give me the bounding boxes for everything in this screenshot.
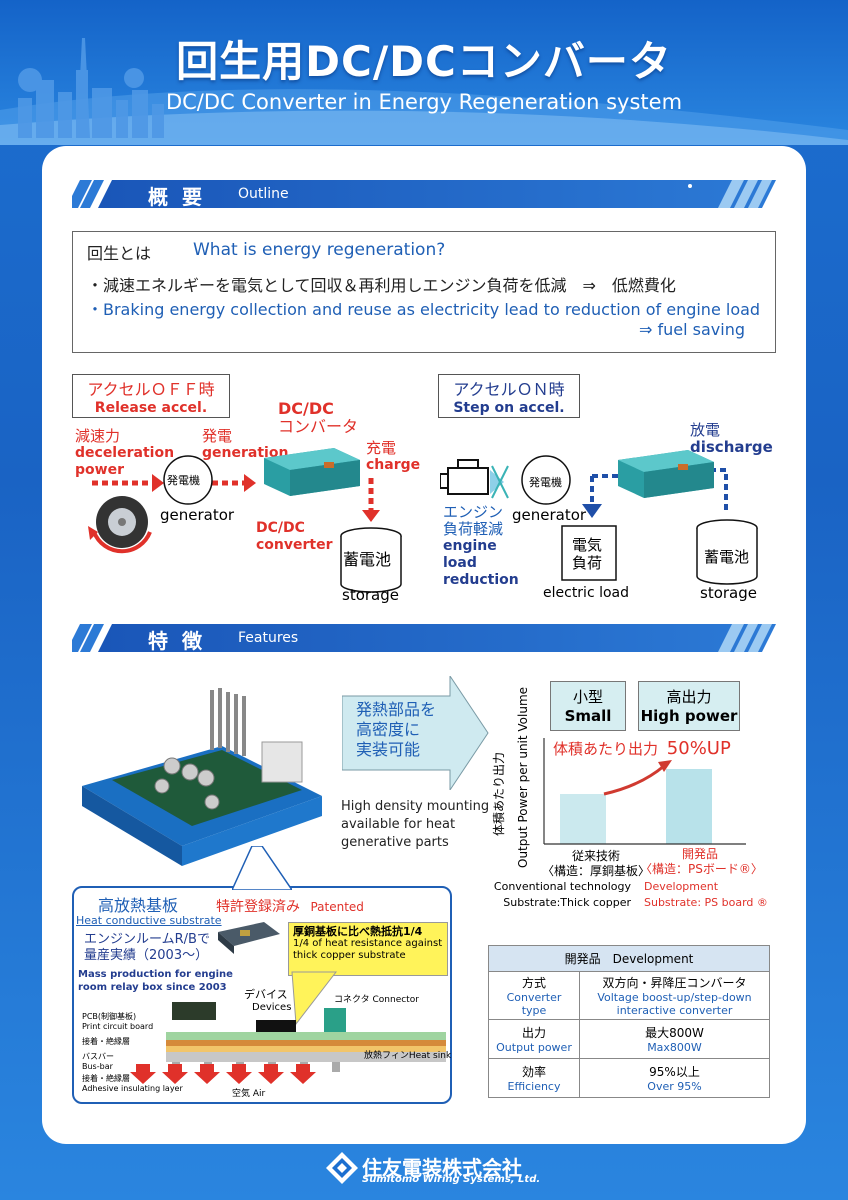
outline-line-en1: ・Braking energy collection and reuse as … [87,300,761,319]
generator-en-off: generator [160,506,235,524]
features-heading-en: Features [238,630,299,646]
release-accel-label: アクセルＯＦＦ時 Release accel. [72,374,230,418]
mass-production-jp: エンジンルームR/Bで 量産実績（2003〜） [84,932,210,963]
feature-arrow-text: 発熱部品を 高密度に 実装可能 [356,700,437,759]
storage-en-off: storage [342,586,399,604]
storage-battery-icon [340,527,402,593]
dcdc-converter-icon-on [618,450,714,498]
outline-line-jp: ・減速エネルギーを電気として回収＆再利用しエンジン負荷を低減 ⇒ 低燃費化 [87,276,676,295]
bar-0 [560,794,606,844]
mass-production-en: Mass production for engine room relay bo… [78,969,233,993]
development-en: Development Substrate: PS board ® [644,880,768,909]
company-name-en: Sumitomo Wiring Systems, Ltd. [362,1174,541,1185]
bar-1 [666,769,712,844]
electric-load-jp: 電気 負荷 [572,536,603,572]
heat-resistance-callout: 厚銅基板に比べ熱抵抗1/4 1/4 of heat resistance aga… [288,922,448,976]
insulating-label-1: 接着・絶縁層 [82,1037,130,1046]
pcb-label: PCB(制御基板) Print circuit board [82,1012,154,1031]
high-power-badge: 高出力 High power [638,681,740,731]
heatsink-crosssection [130,971,446,1084]
on-diagram-graphics [440,450,758,585]
city-skyline-icon [18,38,164,138]
chart-y-label-jp: 体積あたり出力 [492,751,506,836]
dcdc-title: DC/DC コンバータ [278,399,359,436]
device-label: デバイス Devices [244,988,292,1013]
engine-load-label: エンジン 負荷軽減 engine load reduction [443,503,519,589]
small-badge: 小型 Small [550,681,626,731]
busbar-label: バスバー Bus-bar [82,1052,114,1071]
storage-en-on: storage [700,584,757,602]
outline-line-en2: ⇒ fuel saving [639,320,745,339]
callout-pointer [232,846,292,890]
air-label: 空気 Air [232,1089,266,1099]
outline-section-bar [72,180,776,208]
connector-label: コネクタ Connector [334,995,419,1005]
outline-box: 回生とは What is energy regeneration? ・減速エネル… [72,231,776,353]
what-jp: 回生とは [87,244,152,263]
spec-header: 開発品 Development [488,945,770,972]
product-image [82,688,322,866]
storage-battery-icon-on [696,519,758,585]
up-label: 体積あたり出力 50%UP [553,738,731,759]
outline-heading-en: Outline [238,186,289,202]
heatsink-title-en: Heat conductive substrate [76,914,222,927]
generation-label: 発電 generation [202,427,289,462]
heat-fin-label: 放熱フィンHeat sink [364,1051,452,1061]
patent-label: 特許登録済み Patented [216,899,364,915]
off-diagram-graphics [88,448,402,593]
tire-icon [88,496,152,554]
dcdc-converter-label: DC/DC converter [256,520,333,553]
storage-jp-on: 蓄電池 [704,548,750,566]
what-en: What is energy regeneration? [193,240,446,260]
features-heading-jp: 特徴 [148,629,216,653]
generator-icon-on [521,455,571,505]
electric-load-en: electric load [543,585,630,601]
outline-heading-jp: 概要 [148,185,216,209]
electric-load-icon [561,525,617,581]
page-title: 回生用DC/DCコンバータ [176,37,672,86]
conventional-label: 従来技術 〈構造：厚銅基板〉 [542,849,651,878]
page-subtitle: DC/DC Converter in Energy Regeneration s… [165,90,683,114]
up-trend-arrow [603,764,665,796]
engine-icon [440,459,509,499]
company-name-jp: 住友電装株式会社 [362,1156,522,1180]
feature-arrow-icon [342,676,489,790]
generator-jp-off: 発電機 [167,474,200,487]
chart-y-label-en: Output Power per unit Volume [516,686,530,868]
patent-board-image [218,922,280,954]
insulating-label-2: 接着・絶縁層 Adhesive insulating layer [82,1074,183,1093]
generator-en-on: generator [512,506,587,524]
decel-label: 減速力 deceleration power [75,427,175,479]
header-banner: 回生用DC/DCコンバータ DC/DC Converter in Energy … [0,0,848,145]
power-density-chart [543,738,746,845]
discharge-label: 放電 discharge [690,421,773,456]
features-section-bar [72,624,776,652]
charge-label: 充電 charge [366,439,421,474]
dcdc-converter-icon [264,448,360,496]
heatsink-title-jp: 高放熱基板 [98,896,179,915]
generator-jp-on: 発電機 [529,476,562,489]
company-logo-icon [326,1152,358,1184]
density-text: High density mounting available for heat… [341,799,490,850]
generator-icon [163,455,213,505]
conventional-en: Conventional technology Substrate:Thick … [493,880,631,909]
step-on-accel-label: アクセルＯＮ時 Step on accel. [438,374,580,418]
development-label: 開発品 〈構造：PSボード®〉 [640,847,763,876]
header-background [0,0,848,145]
storage-jp-off: 蓄電池 [343,550,392,569]
